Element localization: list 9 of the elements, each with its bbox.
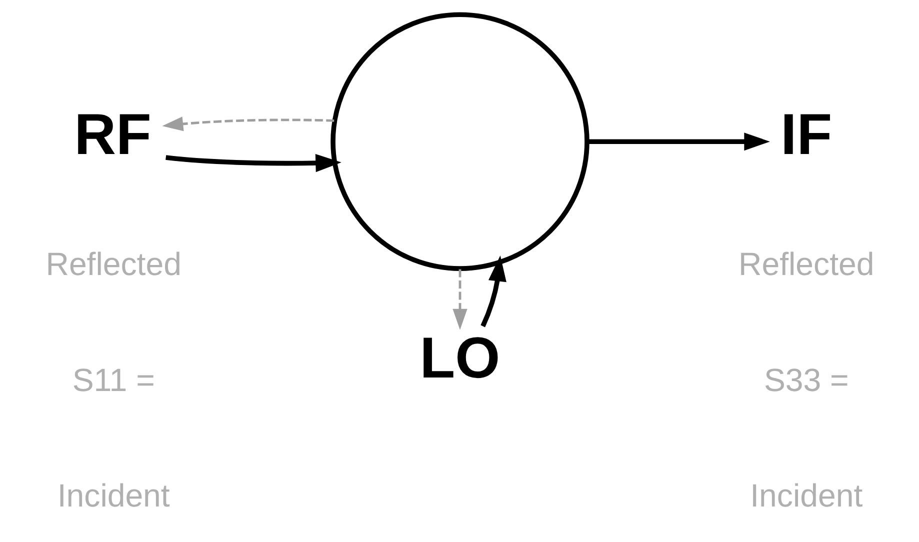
label: S33 =: [763, 362, 848, 398]
node-text: IF: [780, 103, 832, 168]
node-text: LO: [419, 326, 500, 391]
label: Reflected: [738, 246, 874, 282]
node-text: RF: [74, 103, 151, 168]
label: Incident: [56, 477, 170, 514]
label: S11 =: [72, 362, 154, 398]
label: Incident: [750, 477, 862, 514]
label: Reflected: [45, 246, 181, 282]
